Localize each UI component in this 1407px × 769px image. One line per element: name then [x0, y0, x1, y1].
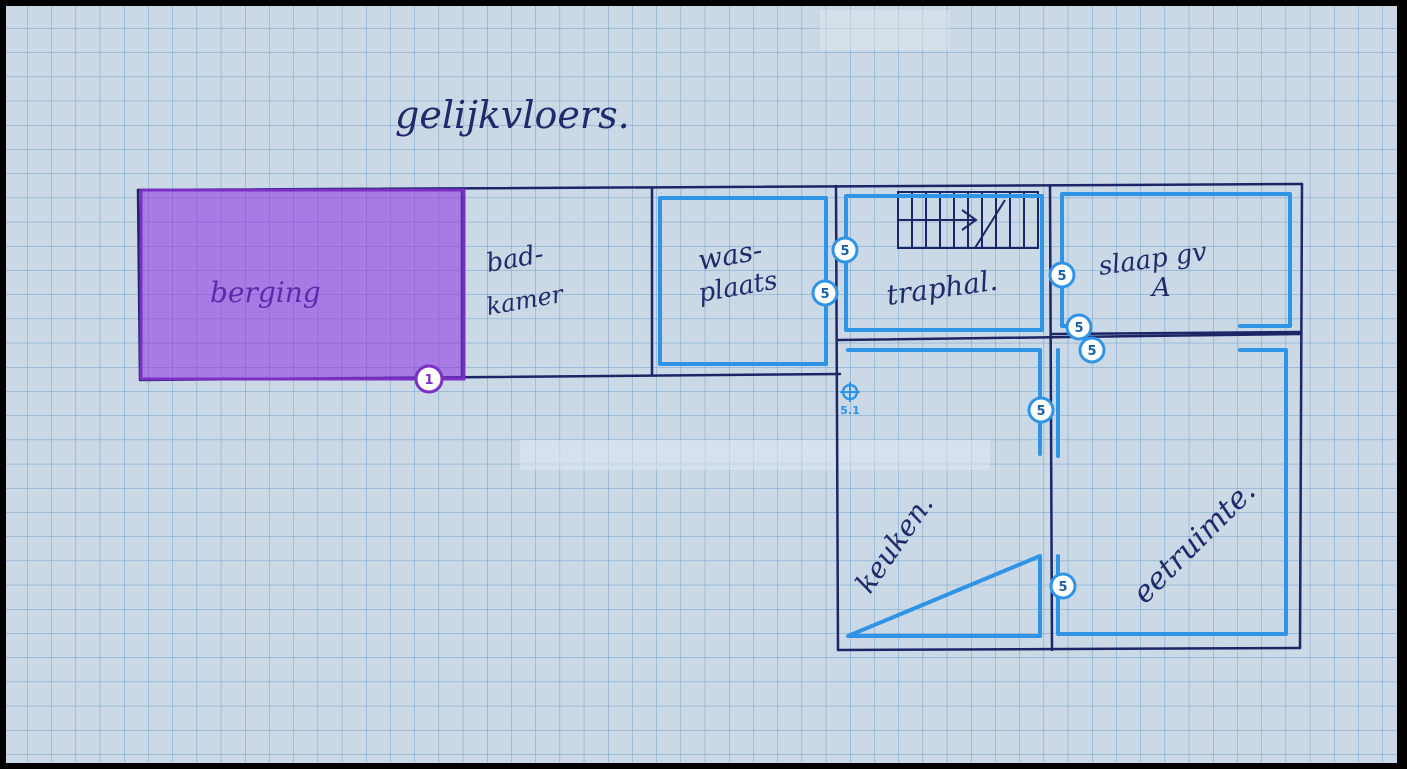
stair-symbol — [897, 191, 1039, 249]
paper-glare — [820, 10, 950, 50]
room-badge[interactable]: 5 — [1065, 313, 1093, 341]
room-badge-label: 5 — [1074, 321, 1083, 336]
room-badge[interactable]: 5 — [831, 236, 859, 264]
room-label-slaapkamer-2: A — [1150, 273, 1171, 303]
room-badge-selected[interactable]: 1 — [414, 364, 444, 394]
room-badge-label: 5 — [1087, 344, 1096, 359]
room-outline-eetruimte[interactable] — [1056, 348, 1288, 636]
paper-grid — [6, 6, 1397, 763]
room-badge-label: 5 — [840, 244, 849, 259]
anchor-marker[interactable]: 5.1 — [840, 382, 860, 417]
room-badge-selected-label: 1 — [424, 373, 433, 388]
room-badge[interactable]: 5 — [1048, 261, 1076, 289]
room-badge-label: 5 — [1057, 269, 1066, 284]
room-badge[interactable]: 5 — [811, 279, 839, 307]
room-badge-label: 5 — [1036, 404, 1045, 419]
room-badge[interactable]: 5 — [1078, 336, 1106, 364]
room-outline-traphal[interactable] — [844, 194, 1044, 332]
selected-room-berging[interactable] — [139, 188, 466, 381]
room-outline-wasplaats[interactable] — [658, 196, 828, 366]
room-badge[interactable]: 5 — [1027, 396, 1055, 424]
room-badge-label: 5 — [820, 287, 829, 302]
plan-title-text: gelijkvloers. — [395, 93, 630, 137]
room-badge-label: 5 — [1058, 580, 1067, 595]
anchor-marker-label: 5.1 — [840, 404, 860, 417]
room-badge[interactable]: 5 — [1049, 572, 1077, 600]
paper-glare — [520, 440, 990, 470]
